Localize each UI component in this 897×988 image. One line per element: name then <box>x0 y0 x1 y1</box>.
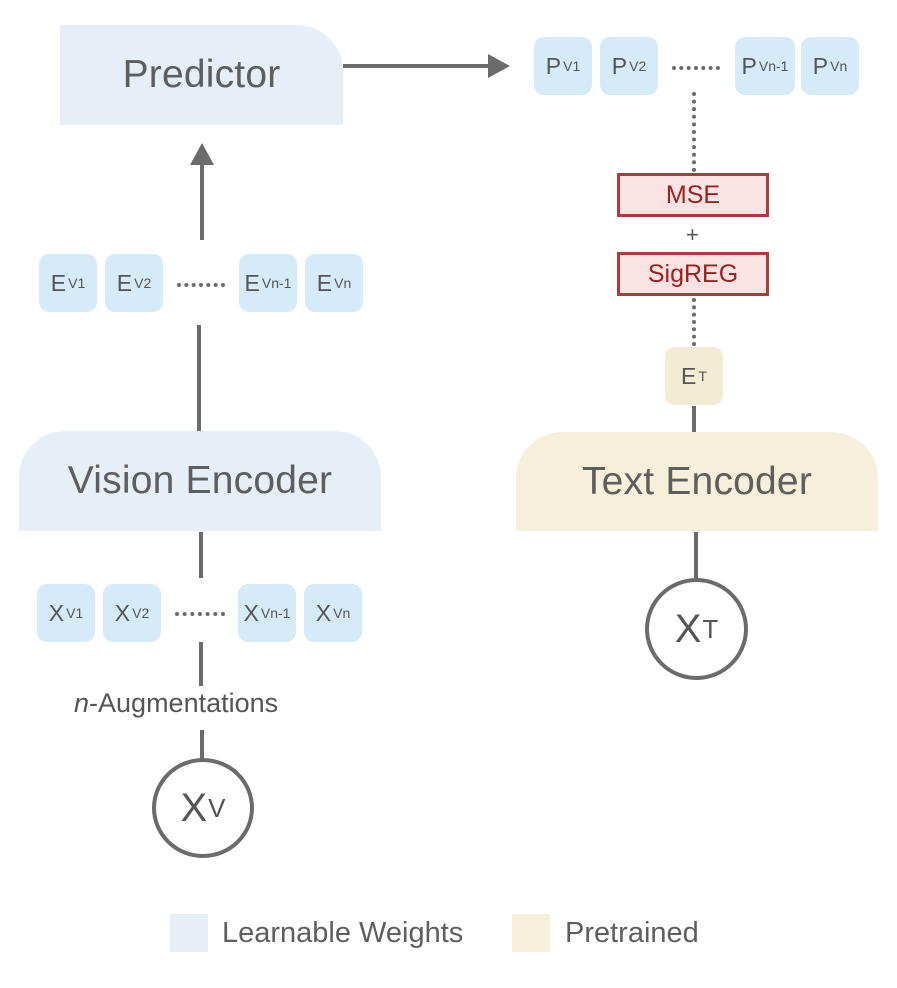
input-tokens-ellipsis <box>175 612 225 616</box>
sigreg-loss-label: SigREG <box>647 259 739 288</box>
predictor-block: Predictor <box>60 25 343 125</box>
sigreg-loss-box: SigREG <box>617 252 769 296</box>
legend-learnable-label: Learnable Weights <box>222 917 464 949</box>
loss-plus-sign: + <box>686 222 699 247</box>
et-to-text-encoder-line <box>692 406 696 434</box>
mse-loss-label: MSE <box>665 180 721 209</box>
embedding-to-vision-line <box>197 325 201 431</box>
text-encoder-to-xt-line <box>694 532 698 578</box>
predictor-label: Predictor <box>122 53 281 96</box>
legend-pretrained-label: Pretrained <box>565 917 699 949</box>
predictor-output-arrowhead <box>488 54 510 78</box>
text-encoder-block: Text Encoder <box>516 432 878 531</box>
input-tokens-to-aug-line <box>199 642 203 686</box>
predictor-output-arrow-line <box>343 64 493 68</box>
embedding-tokens-ellipsis <box>177 283 225 287</box>
predictor-input-arrowhead <box>190 143 214 165</box>
aug-to-xv-line <box>200 730 204 760</box>
vision-encoder-label: Vision Encoder <box>67 459 333 502</box>
vision-to-input-tokens-line <box>199 532 203 578</box>
p-tokens-to-mse-dots <box>692 92 696 172</box>
vision-encoder-block: Vision Encoder <box>19 431 381 531</box>
augmentations-label: n-Augmentations <box>74 688 279 718</box>
sigreg-to-et-dots <box>692 298 696 346</box>
text-encoder-label: Text Encoder <box>581 459 813 503</box>
legend-learnable-swatch <box>170 914 208 952</box>
mse-loss-box: MSE <box>617 173 769 217</box>
predictor-input-arrow-line <box>200 162 204 240</box>
legend-pretrained-swatch <box>512 914 550 952</box>
predictor-tokens-ellipsis <box>672 66 720 70</box>
